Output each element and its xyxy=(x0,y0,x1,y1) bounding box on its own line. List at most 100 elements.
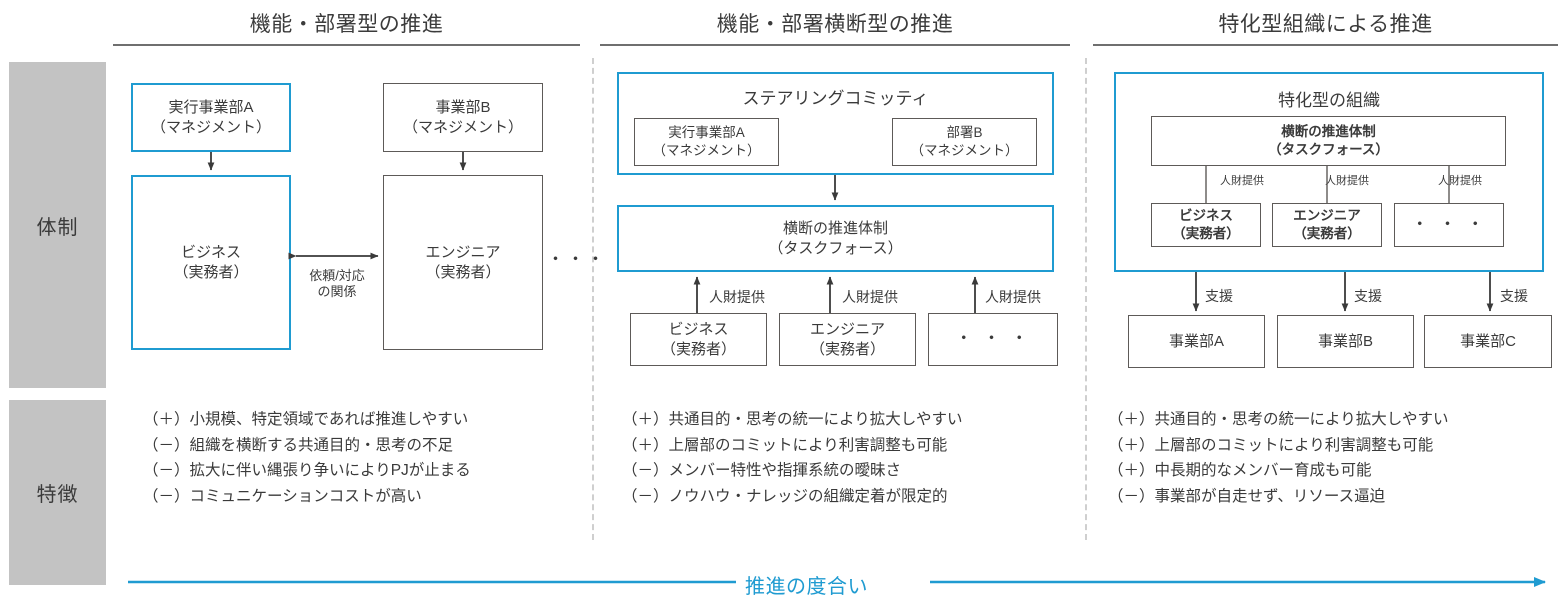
bullet-sign: （＋） xyxy=(622,436,669,454)
row-label-structure-text: 体制 xyxy=(36,216,79,239)
col2-mgmt-a-box[interactable]: 実行事業部A （マネジメント） xyxy=(634,118,779,166)
list-item: （－）拡大に伴い縄張り争いによりPJが止まる xyxy=(143,463,471,479)
col2-mgmt-b-box[interactable]: 部署B （マネジメント） xyxy=(892,118,1037,166)
col1-business-line2: （実務者） xyxy=(173,263,249,281)
col3-business-line2: （実務者） xyxy=(1172,226,1240,241)
bullet-sign: （－） xyxy=(143,436,190,454)
bullet-text: コミュニケーションコストが高い xyxy=(189,487,422,505)
list-item: （－）コミュニケーションコストが高い xyxy=(143,487,471,505)
bullet-sign: （－） xyxy=(143,462,190,479)
col2-bullet-list: （＋）共通目的・思考の統一により拡大しやすい （＋）上層部のコミットにより利害調… xyxy=(622,412,963,514)
col2-business-box[interactable]: ビジネス （実務者） xyxy=(630,313,767,366)
col2-business-line1: ビジネス xyxy=(668,321,729,338)
list-item: （＋）小規模、特定領域であれば推進しやすい xyxy=(143,412,471,428)
col2-mgmt-a-line1: 実行事業部A xyxy=(668,125,745,141)
bullet-text: メンバー特性や指揮系統の曖昧さ xyxy=(668,462,902,479)
col1-engineer-line1: エンジニア xyxy=(425,244,501,261)
list-item: （＋）上層部のコミットにより利害調整も可能 xyxy=(1108,436,1449,454)
bullet-text: ノウハウ・ナレッジの組織定着が限定的 xyxy=(668,487,948,505)
col2-engineer-line1: エンジニア xyxy=(809,321,885,338)
col3-division-b-box[interactable]: 事業部B xyxy=(1277,315,1414,368)
bullet-text: 事業部が自走せず、リソース逼迫 xyxy=(1154,487,1386,505)
col2-taskforce-box[interactable]: 横断の推進体制 （タスクフォース） xyxy=(617,205,1054,272)
col2-taskforce-line2: （タスクフォース） xyxy=(768,239,903,257)
col3-business-box[interactable]: ビジネス （実務者） xyxy=(1151,203,1261,247)
col2-ellipsis: ・ ・ ・ xyxy=(955,329,1031,349)
col2-engineer-line2: （実務者） xyxy=(809,340,885,358)
col3-ellipsis: ・ ・ ・ xyxy=(1411,214,1487,234)
col3-taskforce-box[interactable]: 横断の推進体制 （タスクフォース） xyxy=(1151,116,1506,166)
column-title-1: 機能・部署型の推進 xyxy=(249,13,444,36)
bullet-sign: （－） xyxy=(1108,487,1155,505)
column-rule-3 xyxy=(1093,44,1558,46)
column-separator-1 xyxy=(592,58,594,540)
col3-engineer-box[interactable]: エンジニア （実務者） xyxy=(1272,203,1382,247)
column-separator-2 xyxy=(1085,58,1087,540)
col1-engineer-box[interactable]: エンジニア （実務者） xyxy=(383,175,543,350)
col1-engineer-line2: （実務者） xyxy=(425,263,501,281)
col3-support-label-1: 支援 xyxy=(1205,288,1233,304)
col3-specialized-org-label: 特化型の組織 xyxy=(1278,91,1380,110)
col2-supply-label-3: 人財提供 xyxy=(985,289,1041,305)
col2-mgmt-a-line2: （マネジメント） xyxy=(652,143,761,158)
row-label-features: 特徴 xyxy=(9,400,106,585)
col2-steering-committee-label: ステアリングコミッティ xyxy=(742,89,929,108)
bullet-text: 上層部のコミットにより利害調整も可能 xyxy=(668,436,948,454)
list-item: （－）組織を横断する共通目的・思考の不足 xyxy=(143,436,471,454)
bullet-text: 小規模、特定領域であれば推進しやすい xyxy=(189,411,469,428)
col2-supply-label-1: 人財提供 xyxy=(709,289,765,305)
list-item: （＋）共通目的・思考の統一により拡大しやすい xyxy=(622,412,963,428)
col3-support-label-2: 支援 xyxy=(1354,288,1382,304)
bullet-sign: （－） xyxy=(622,487,669,505)
bullet-text: 上層部のコミットにより利害調整も可能 xyxy=(1154,436,1434,454)
col1-mgmt-b-box[interactable]: 事業部B （マネジメント） xyxy=(383,83,543,152)
col1-mgmt-b-line2: （マネジメント） xyxy=(402,118,523,136)
col3-support-label-3: 支援 xyxy=(1500,288,1528,304)
col2-taskforce-line1: 横断の推進体制 xyxy=(782,220,888,237)
col1-mgmt-b-line1: 事業部B xyxy=(435,99,491,116)
column-title-2: 機能・部署横断型の推進 xyxy=(716,13,954,36)
col1-business-box[interactable]: ビジネス （実務者） xyxy=(131,175,291,350)
bullet-sign: （＋） xyxy=(143,411,190,428)
row-label-features-text: 特徴 xyxy=(36,484,79,506)
list-item: （－）ノウハウ・ナレッジの組織定着が限定的 xyxy=(622,487,963,505)
col1-ellipsis: ・・・ xyxy=(547,250,607,269)
col2-business-line2: （実務者） xyxy=(660,340,736,358)
col1-mgmt-a-line1: 実行事業部A xyxy=(168,99,254,116)
col3-division-a-label: 事業部A xyxy=(1168,332,1224,350)
list-item: （－）メンバー特性や指揮系統の曖昧さ xyxy=(622,463,963,479)
col1-mgmt-a-box[interactable]: 実行事業部A （マネジメント） xyxy=(131,83,291,152)
bullet-text: 共通目的・思考の統一により拡大しやすい xyxy=(1154,411,1449,428)
col1-relation-label: 依頼/対応 の関係 xyxy=(296,268,378,301)
list-item: （－）事業部が自走せず、リソース逼迫 xyxy=(1108,487,1449,505)
col3-taskforce-line1: 横断の推進体制 xyxy=(1281,124,1376,140)
col3-supply-label-1: 人財提供 xyxy=(1220,175,1264,187)
col3-ellipsis-box[interactable]: ・ ・ ・ xyxy=(1394,203,1504,247)
col3-engineer-line1: エンジニア xyxy=(1293,208,1361,224)
col1-bullet-list: （＋）小規模、特定領域であれば推進しやすい （－）組織を横断する共通目的・思考の… xyxy=(143,412,471,514)
col2-engineer-box[interactable]: エンジニア （実務者） xyxy=(779,313,916,366)
col2-ellipsis-box[interactable]: ・ ・ ・ xyxy=(928,313,1058,366)
col3-division-c-box[interactable]: 事業部C xyxy=(1424,315,1552,368)
col2-supply-label-2: 人財提供 xyxy=(842,289,898,305)
col3-business-line1: ビジネス xyxy=(1179,208,1233,224)
bullet-sign: （＋） xyxy=(1108,462,1155,479)
list-item: （＋）上層部のコミットにより利害調整も可能 xyxy=(622,436,963,454)
bullet-sign: （－） xyxy=(622,462,669,479)
col2-mgmt-b-line1: 部署B xyxy=(946,125,983,141)
col3-division-a-box[interactable]: 事業部A xyxy=(1128,315,1265,368)
column-title-3: 特化型組織による推進 xyxy=(1218,13,1433,36)
bullet-text: 組織を横断する共通目的・思考の不足 xyxy=(189,436,454,454)
col3-supply-label-2: 人財提供 xyxy=(1325,175,1369,187)
col3-bullet-list: （＋）共通目的・思考の統一により拡大しやすい （＋）上層部のコミットにより利害調… xyxy=(1108,412,1449,514)
bottom-axis-label: 推進の度合い xyxy=(745,576,868,598)
list-item: （＋）共通目的・思考の統一により拡大しやすい xyxy=(1108,412,1449,428)
bullet-text: 共通目的・思考の統一により拡大しやすい xyxy=(668,411,963,428)
col3-division-b-label: 事業部B xyxy=(1317,332,1373,350)
col3-taskforce-line2: （タスクフォース） xyxy=(1268,142,1389,157)
bullet-sign: （－） xyxy=(143,487,190,505)
column-rule-1 xyxy=(113,44,580,46)
row-label-structure: 体制 xyxy=(9,62,106,388)
bullet-sign: （＋） xyxy=(1108,411,1155,428)
